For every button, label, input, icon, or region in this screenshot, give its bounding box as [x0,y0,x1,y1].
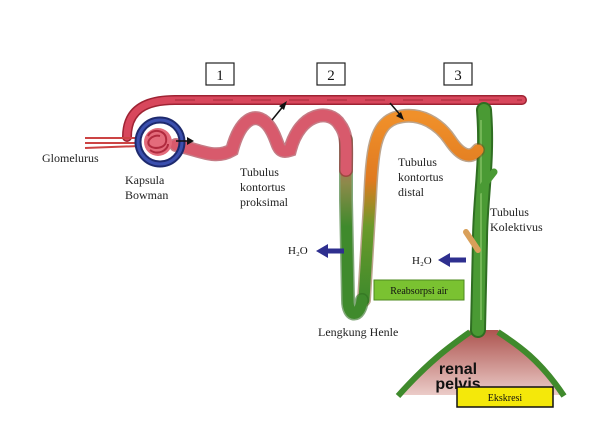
step-number-3: 3 [454,68,462,84]
water-out-right: H₂O [412,253,466,267]
label-proximal-line3: proksimal [240,195,289,209]
label-proximal-line1: Tubulus [240,165,279,179]
step-number-box-3: 3 [443,62,473,86]
excretion-box: Ekskresi [456,386,554,408]
excretion-label: Ekskresi [488,393,523,404]
arrow-left-icon [438,253,450,267]
step-number-2: 2 [327,68,335,84]
distal-tubule [357,108,485,307]
label-glomerulus: Glomelurus [42,151,99,165]
step-number-box-2: 2 [316,62,346,86]
label-collecting-line2: Kolektivus [490,220,543,234]
water-out-left: H₂O [288,244,344,258]
proximal-tubule [169,108,354,177]
label-distal-line3: distal [398,185,425,199]
label-bowman-line1: Kapsula [125,173,165,187]
label-bowman-line2: Bowman [125,188,168,202]
renal-pelvis [395,329,567,398]
blood-vessel [84,95,527,149]
label-distal-line2: kontortus [398,170,444,184]
label-water-left: H₂O [288,245,308,257]
reabsorption-label: Reabsorpsi air [390,286,448,297]
label-proximal-line2: kontortus [240,180,286,194]
arrow-left-icon [316,244,328,258]
glomerulus [134,116,186,168]
step-number-box-1: 1 [205,62,235,86]
step-number-1: 1 [216,68,224,84]
label-renal-line1: renal [439,361,477,378]
label-distal-line1: Tubulus [398,155,437,169]
reabsorption-box: Reabsorpsi air [373,279,465,301]
label-water-right: H₂O [412,255,432,267]
collecting-duct [463,102,498,338]
loop-of-henle [339,133,369,321]
transport-arrows [176,101,404,145]
label-collecting-line1: Tubulus [490,205,529,219]
label-henle: Lengkung Henle [318,325,398,339]
